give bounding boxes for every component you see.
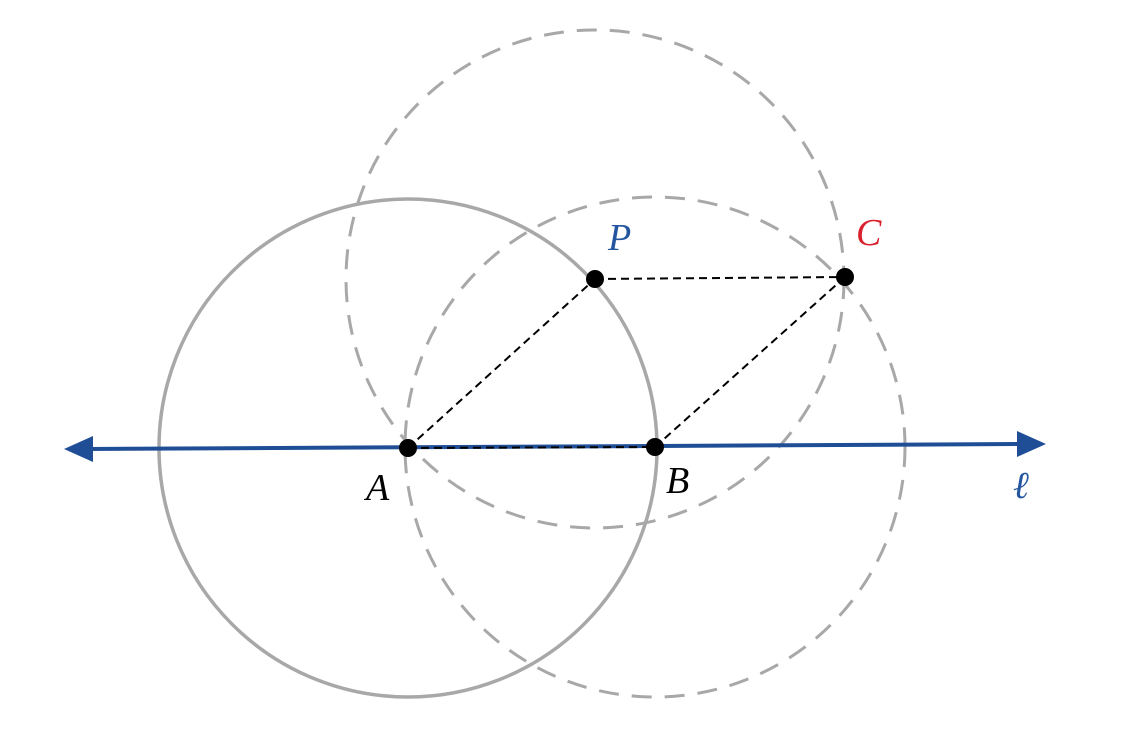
- line-l-left-arrowhead: [64, 436, 93, 462]
- segment-ap: [407, 278, 596, 449]
- segment-ab: [407, 446, 656, 449]
- segment-pc: [594, 276, 846, 280]
- point-c: [836, 268, 854, 286]
- label-line-l: ℓ: [1013, 465, 1029, 507]
- segment-bc: [654, 276, 846, 448]
- point-p: [586, 270, 604, 288]
- label-c: C: [856, 212, 882, 254]
- point-a: [399, 439, 417, 457]
- line-l-right-arrowhead: [1017, 431, 1046, 457]
- point-b: [646, 438, 664, 456]
- label-p: P: [607, 217, 631, 259]
- dashed-circle-center-b: [403, 195, 907, 699]
- label-a: A: [363, 467, 390, 509]
- label-b: B: [666, 460, 689, 502]
